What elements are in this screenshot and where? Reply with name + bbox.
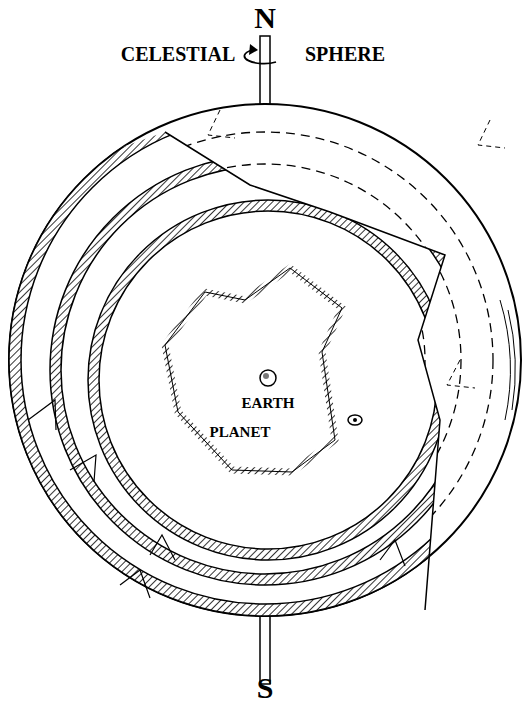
torn-edge (165, 132, 445, 610)
cutaway-shells (9, 104, 521, 616)
planet-label: PLANET (210, 425, 271, 440)
rotation-arrow (244, 50, 276, 64)
earth-shading (263, 373, 269, 379)
pole-label: N (254, 3, 276, 33)
planet-sphere-cut (165, 268, 342, 472)
planet-dot (353, 418, 357, 422)
sphere-label: SPHERE (305, 44, 385, 64)
earth-label: EARTH (242, 396, 295, 411)
planet-symbol (348, 415, 362, 425)
earth-symbol (260, 370, 276, 386)
pole-label: S (257, 673, 274, 703)
sphere-label: CELESTIAL (121, 44, 236, 64)
arrowhead (249, 44, 258, 55)
axis-rod (260, 36, 270, 108)
planet-sphere-outline (165, 268, 342, 472)
outer-sphere (9, 104, 521, 616)
